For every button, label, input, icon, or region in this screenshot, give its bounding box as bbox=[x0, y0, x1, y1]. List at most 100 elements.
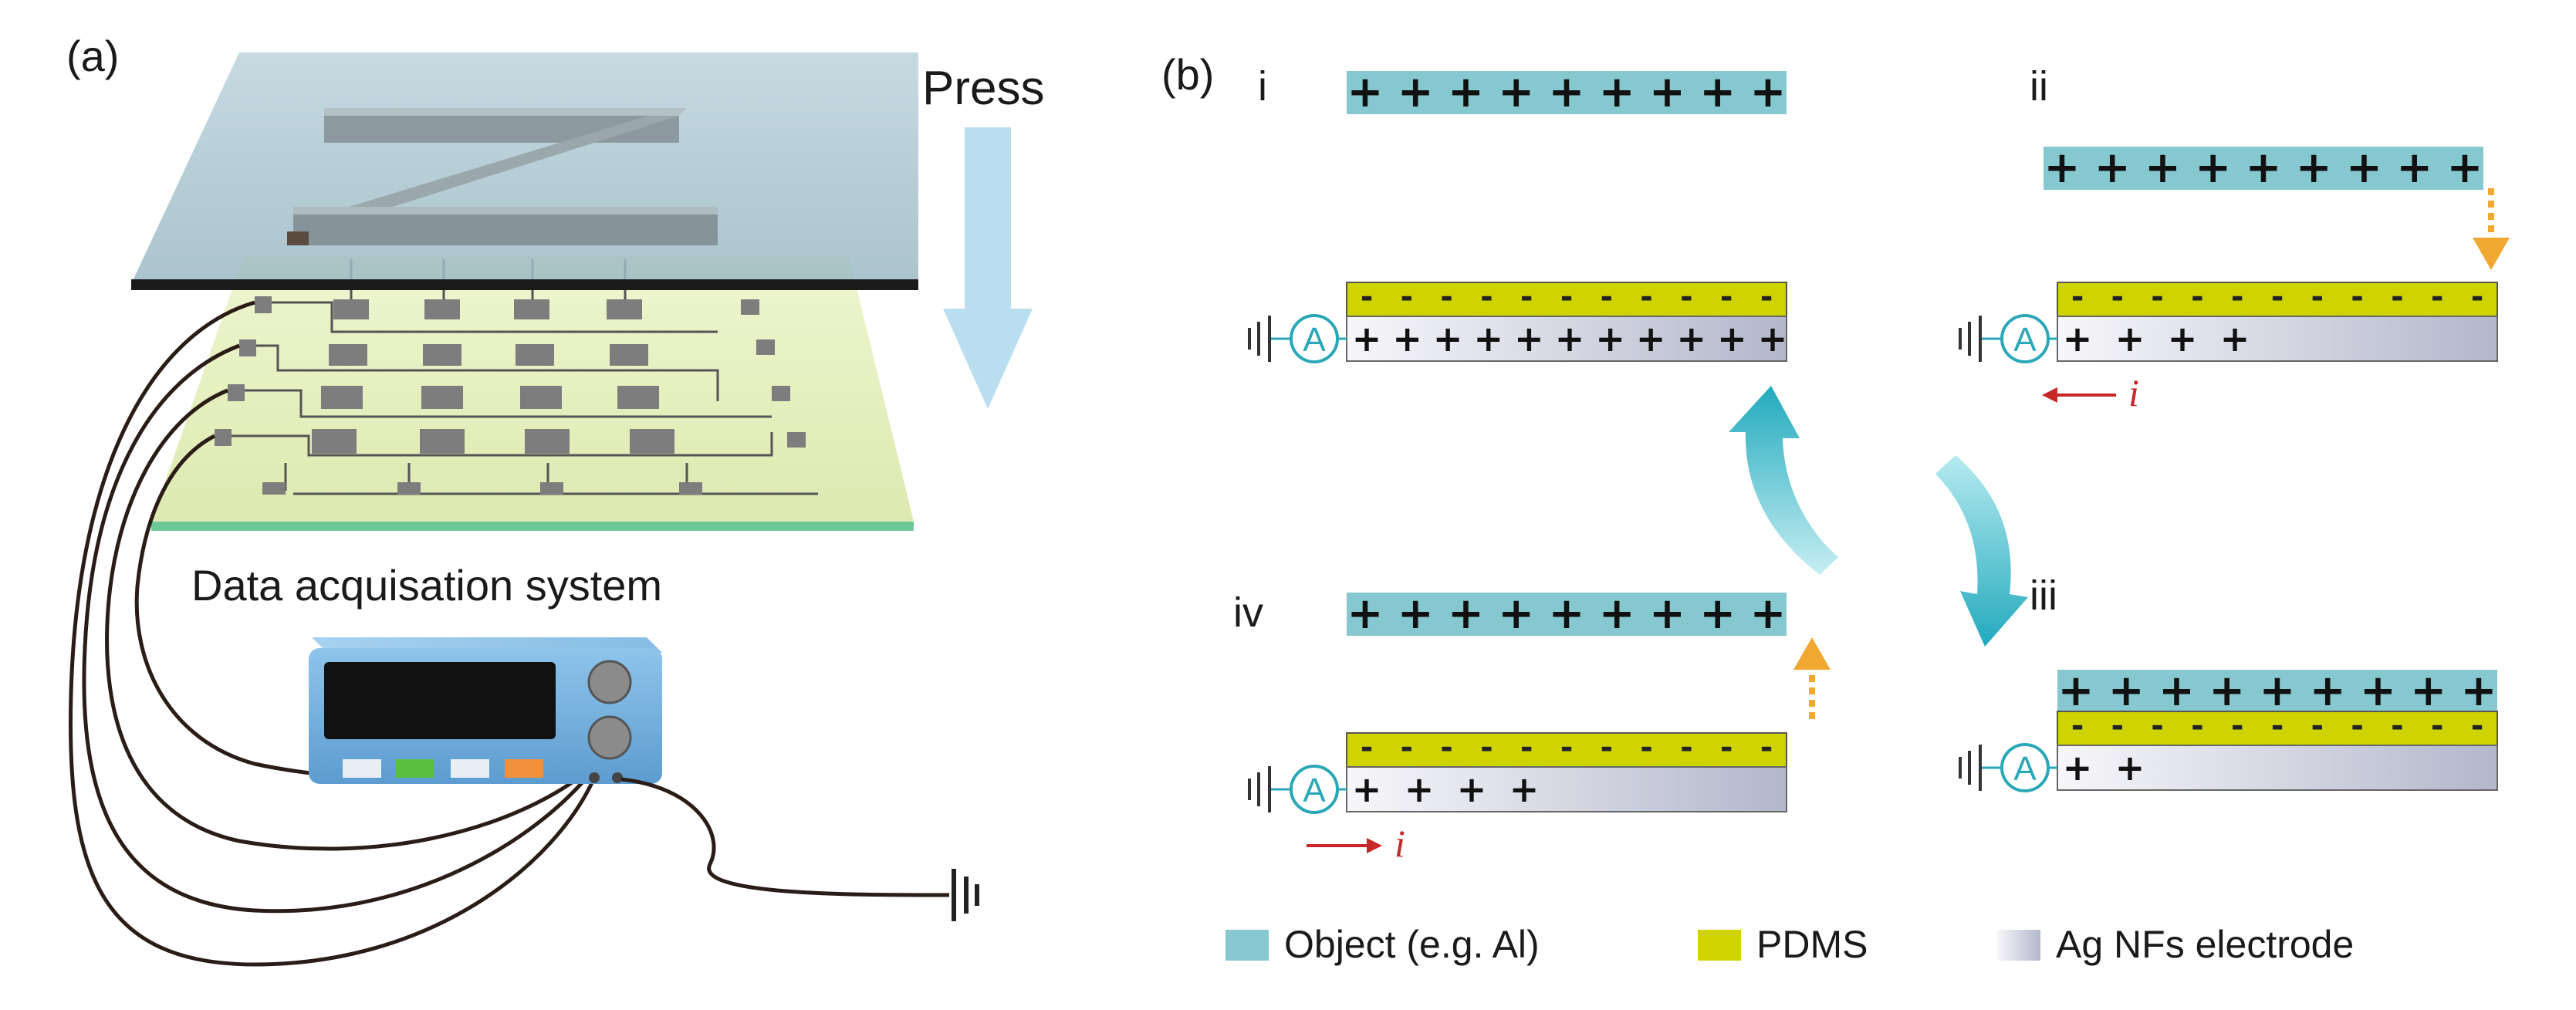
electrode-charge: + bbox=[1677, 318, 1707, 360]
pdms-charge: - bbox=[2351, 279, 2364, 315]
sensor-array-board bbox=[151, 256, 914, 531]
ground-icon bbox=[1248, 766, 1271, 812]
current-label: i bbox=[2128, 371, 2139, 414]
stage-iv: iv+++++++++-----------++++Ai bbox=[1233, 589, 1787, 865]
electrode-charge: + bbox=[1352, 768, 1382, 810]
legend-label: Ag NFs electrode bbox=[2056, 923, 2354, 966]
pdms-layer bbox=[2057, 282, 2498, 317]
ground-icon bbox=[1959, 745, 1982, 791]
separate-arrow bbox=[1793, 637, 1831, 719]
stage-label: iii bbox=[2030, 573, 2057, 619]
press-label: Press bbox=[922, 62, 1044, 115]
object-charge: + bbox=[1549, 67, 1585, 117]
object-charge: + bbox=[2209, 666, 2245, 716]
pdms-charge: - bbox=[1520, 730, 1533, 765]
pdms-charge: - bbox=[1400, 730, 1413, 765]
object-charge: + bbox=[1649, 67, 1685, 117]
pdms-charge: - bbox=[2111, 708, 2124, 744]
pdms-charge: - bbox=[2271, 279, 2284, 315]
electrode-layer bbox=[2057, 745, 2498, 791]
pdms-charge: - bbox=[1720, 730, 1733, 765]
ground-icon bbox=[1248, 316, 1271, 362]
object-charge: + bbox=[2246, 143, 2282, 193]
pdms-charge: - bbox=[1440, 730, 1453, 765]
pdms-charge: - bbox=[1361, 730, 1374, 765]
pdms-layer bbox=[1346, 732, 1787, 768]
stage-label: i bbox=[1258, 63, 1267, 110]
pdms-charge: - bbox=[2151, 708, 2164, 744]
object-charge: + bbox=[2296, 143, 2332, 193]
pdms-charge: - bbox=[2431, 279, 2444, 315]
approach-arrow bbox=[2473, 188, 2510, 270]
stage-ii: ii+++++++++-----------++++Ai bbox=[1959, 63, 2498, 414]
object-charge: + bbox=[2195, 143, 2231, 193]
object-charge: + bbox=[2260, 666, 2296, 716]
object-charge: + bbox=[2461, 666, 2497, 716]
electrode-charge: + bbox=[2063, 318, 2093, 360]
cycle-arrow-iv-to-i bbox=[1729, 386, 1838, 575]
electrode-charge: + bbox=[2115, 747, 2145, 789]
object-charge: + bbox=[2145, 143, 2181, 193]
ammeter-label: A bbox=[2013, 321, 2037, 359]
pdms-charge: - bbox=[1680, 279, 1693, 315]
legend: Object (e.g. Al) PDMS Ag NFs electrode bbox=[1225, 923, 2354, 966]
ammeter-label: A bbox=[1303, 772, 1326, 809]
stage-iii: iii+++++++++-----------++A bbox=[1959, 573, 2498, 792]
pdms-charge: - bbox=[1640, 279, 1653, 315]
legend-swatch bbox=[1997, 930, 2040, 961]
electrode-charge: + bbox=[1514, 318, 1544, 360]
legend-swatch bbox=[1698, 930, 1741, 961]
pdms-charge: - bbox=[2151, 279, 2164, 315]
object-charge: + bbox=[2058, 666, 2094, 716]
pdms-charge: - bbox=[2471, 708, 2484, 744]
electrode-charge: + bbox=[1717, 318, 1747, 360]
object-charge: + bbox=[2310, 666, 2346, 716]
legend-label: PDMS bbox=[1756, 923, 1868, 966]
object-charge: + bbox=[2108, 666, 2145, 716]
stage-label: iv bbox=[1233, 589, 1263, 636]
object-charge: + bbox=[1498, 589, 1534, 639]
pdms-charge: - bbox=[2391, 279, 2404, 315]
press-arrow bbox=[943, 127, 1033, 409]
object-charge: + bbox=[2360, 666, 2396, 716]
object-charge: + bbox=[2158, 666, 2195, 716]
legend-label: Object (e.g. Al) bbox=[1284, 923, 1540, 966]
electrode-charge: + bbox=[1474, 318, 1504, 360]
ammeter-label: A bbox=[2013, 750, 2037, 788]
object-layer bbox=[2044, 147, 2483, 190]
object-charge: + bbox=[1699, 589, 1736, 639]
pdms-charge: - bbox=[1480, 730, 1493, 765]
electrode-charge: + bbox=[1636, 318, 1666, 360]
stages: i+++++++++-----------+++++++++++Aii+++++… bbox=[1233, 63, 2498, 865]
object-charge: + bbox=[1750, 589, 1787, 639]
pdms-charge: - bbox=[2111, 279, 2124, 315]
electrode-layer bbox=[2057, 316, 2498, 362]
panel-a-label: (a) bbox=[66, 32, 119, 80]
glass-plate bbox=[131, 52, 918, 290]
object-layer bbox=[1347, 71, 1787, 114]
object-charge: + bbox=[2094, 143, 2131, 193]
ammeter-label: A bbox=[1303, 321, 1326, 359]
pdms-charge: - bbox=[1600, 279, 1613, 315]
daq-label: Data acquisation system bbox=[191, 561, 662, 610]
pdms-charge: - bbox=[1440, 279, 1453, 315]
object-charge: + bbox=[2346, 143, 2382, 193]
pdms-charge: - bbox=[2271, 708, 2284, 744]
electrode-charge: + bbox=[2168, 318, 2198, 360]
object-charge: + bbox=[1498, 67, 1534, 117]
object-charge: + bbox=[2044, 143, 2081, 193]
pdms-charge: - bbox=[1720, 279, 1733, 315]
pdms-charge: - bbox=[2311, 708, 2324, 744]
pdms-charge: - bbox=[2431, 708, 2444, 744]
cycle-arrow-ii-to-iii bbox=[1935, 455, 2028, 647]
pdms-charge: - bbox=[2191, 708, 2204, 744]
pdms-charge: - bbox=[2311, 279, 2324, 315]
pdms-charge: - bbox=[2471, 279, 2484, 315]
electrode-charge: + bbox=[1352, 318, 1382, 360]
legend-swatch bbox=[1225, 930, 1269, 961]
object-charge: + bbox=[1699, 67, 1736, 117]
pdms-charge: - bbox=[1560, 279, 1574, 315]
object-layer bbox=[2057, 670, 2497, 713]
panel-b-label: (b) bbox=[1161, 50, 1214, 99]
electrode-charge: + bbox=[1405, 768, 1435, 810]
